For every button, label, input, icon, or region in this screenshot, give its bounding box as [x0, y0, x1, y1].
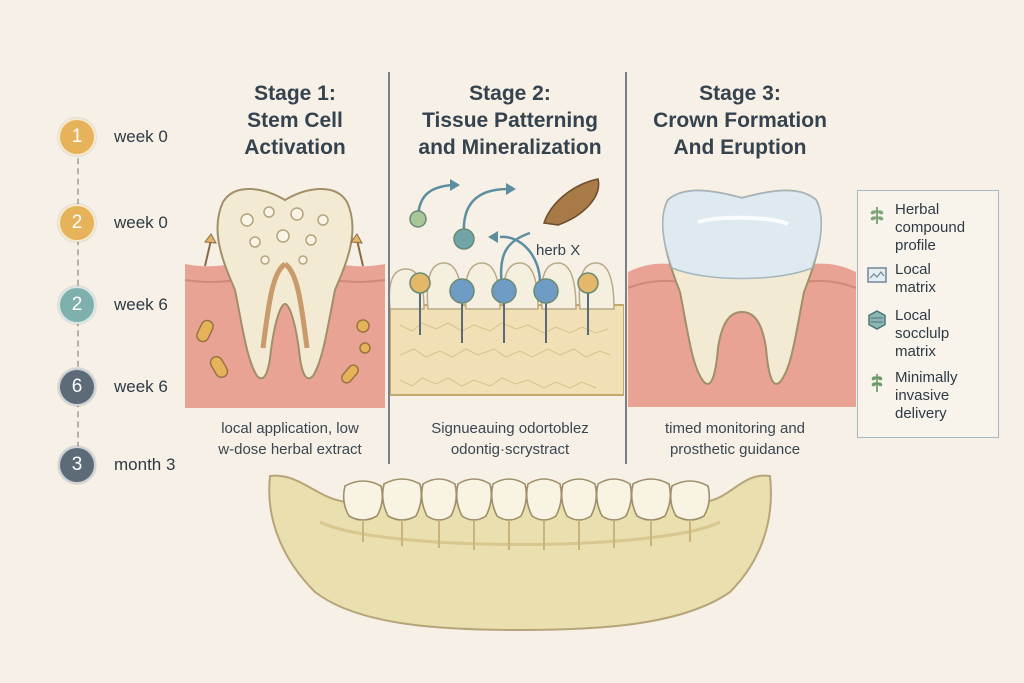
timeline-step-label: week 0	[114, 213, 168, 232]
timeline-step-label: week 0	[114, 127, 168, 146]
hexagon-cube-icon	[868, 310, 886, 330]
leaf-icon	[870, 207, 884, 224]
timeline-item-1: 1 week 0	[58, 118, 168, 156]
matrix-box-icon	[867, 267, 887, 283]
timeline-step-badge: 2	[58, 204, 96, 242]
timeline-item-5: 3 month 3	[58, 446, 175, 484]
stage-2-title: Stage 2: Tissue Patterning and Mineraliz…	[418, 82, 602, 159]
sprig-icon	[871, 374, 883, 392]
timeline-step-badge: 6	[58, 368, 96, 406]
legend-item-minimally-invasive: Minimally invasive delivery	[866, 369, 996, 423]
legend-item-socclulp-matrix: Local socclulp matrix	[866, 307, 996, 361]
lower-jaw-illustration	[268, 474, 772, 632]
timeline-item-4: 6 week 6	[58, 368, 168, 406]
stage-3-crown-illustration	[628, 189, 856, 407]
timeline: 1 week 0 2 week 0 2 week 6 6 week 6 3 mo…	[58, 118, 208, 484]
stage-divider	[388, 72, 390, 464]
timeline-step-badge: 3	[58, 446, 96, 484]
legend-panel: Herbal compound profile Local matrix Loc…	[857, 190, 999, 438]
stage-divider	[625, 72, 627, 464]
stage-2-caption: Signueauing odortoblez odontig·scrystrac…	[431, 420, 589, 458]
stage-3-title: Stage 3: Crown Formation And Eruption	[653, 82, 827, 159]
legend-item-local-matrix: Local matrix	[866, 261, 996, 297]
stage-1-title: Stage 1: Stem Cell Activation	[244, 82, 346, 159]
herb-label: herb X	[536, 242, 580, 259]
stage-3-caption: timed monitoring and prosthetic guidance	[664, 420, 806, 458]
timeline-step-label: week 6	[114, 295, 168, 314]
stage-1-caption: local application, low w-dose herbal ext…	[218, 420, 362, 458]
legend-item-herbal: Herbal compound profile	[866, 201, 996, 255]
stage-1-tooth-illustration	[185, 187, 385, 408]
stage-2-cells-illustration: herb X	[390, 178, 624, 396]
timeline-item-3: 2 week 6	[58, 286, 168, 324]
timeline-step-badge: 2	[58, 286, 96, 324]
timeline-step-label: week 6	[114, 377, 168, 396]
timeline-step-label: month 3	[114, 455, 176, 474]
timeline-item-2: 2 week 0	[58, 204, 168, 242]
timeline-step-badge: 1	[58, 118, 96, 156]
